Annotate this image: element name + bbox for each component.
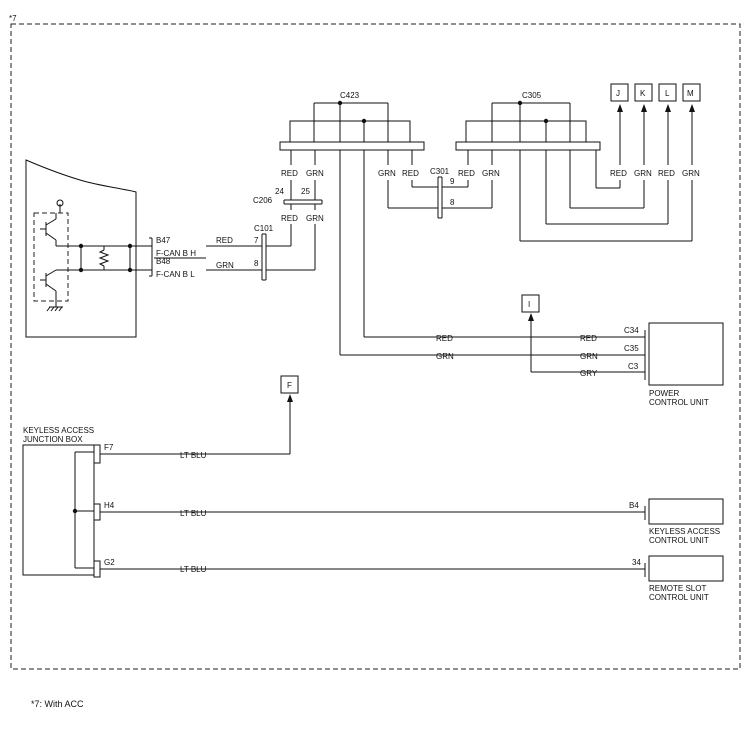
arrow-up-icon <box>689 104 695 112</box>
wire-grn-c206-low: GRN <box>306 214 324 223</box>
arrow-up-icon <box>641 104 647 112</box>
signal-fcan-h: F-CAN B H <box>156 249 196 258</box>
conn-c3: C3 <box>628 362 639 371</box>
conn-34: 34 <box>632 558 641 567</box>
wire-grn-c423-right: GRN <box>378 169 396 178</box>
conn-c423: C423 <box>340 91 360 100</box>
remote-cu-label-2: CONTROL UNIT <box>649 593 709 602</box>
wire-grn-c423-left: GRN <box>306 169 324 178</box>
keyless-cu-label-1: KEYLESS ACCESS <box>649 527 720 536</box>
pin-c206-25: 25 <box>301 187 310 196</box>
wire-red-c305-left: RED <box>458 169 475 178</box>
keyless-cu-label-2: CONTROL UNIT <box>649 536 709 545</box>
pin-c101-8: 8 <box>254 259 259 268</box>
left-unit-inner-box <box>33 212 69 302</box>
wire-grn-c35: GRN <box>580 352 598 361</box>
ref-box-k <box>634 83 653 102</box>
conn-b4: B4 <box>629 501 639 510</box>
wire-ltblu-f7: LT BLU <box>180 451 207 460</box>
acc-frame <box>10 23 741 670</box>
ref-box-m <box>682 83 701 102</box>
wire-grn-k: GRN <box>634 169 652 178</box>
pin-c206-24: 24 <box>275 187 284 196</box>
power-unit-label-2: CONTROL UNIT <box>649 398 709 407</box>
pin-c101-7: 7 <box>254 236 259 245</box>
power-unit-label-1: POWER <box>649 389 679 398</box>
wire-gry-c3: GRY <box>580 369 598 378</box>
terminator-resistor-icon <box>98 246 110 270</box>
wire-red-c423-pcu: RED <box>436 334 453 343</box>
signal-fcan-l: F-CAN B L <box>156 270 195 279</box>
ref-m: M <box>687 89 694 98</box>
ref-box-i <box>521 294 540 313</box>
power-control-unit <box>648 322 724 386</box>
left-unit-outline <box>25 159 137 338</box>
conn-b47: B47 <box>156 236 171 245</box>
pin-c301-8: 8 <box>450 198 455 207</box>
ref-box-l <box>658 83 677 102</box>
pin-c301-9: 9 <box>450 177 455 186</box>
ref-box-f <box>280 375 299 394</box>
conn-f7: F7 <box>104 443 114 452</box>
wire-red-l: RED <box>658 169 675 178</box>
conn-h4: H4 <box>104 501 115 510</box>
wire-grn-b48: GRN <box>216 261 234 270</box>
c305-top <box>465 120 587 143</box>
c423-top <box>289 120 411 143</box>
ref-f: F <box>287 381 292 390</box>
wire-ltblu-g2: LT BLU <box>180 565 207 574</box>
conn-c34: C34 <box>624 326 639 335</box>
conn-c206: C206 <box>253 196 273 205</box>
conn-b48: B48 <box>156 257 171 266</box>
c305-body <box>455 141 601 151</box>
conn-c101: C101 <box>254 224 274 233</box>
c423-body <box>279 141 425 151</box>
ref-box-j <box>610 83 629 102</box>
ref-k: K <box>640 89 646 98</box>
conn-c301: C301 <box>430 167 450 176</box>
wire-red-b47: RED <box>216 236 233 245</box>
can-transistor-icon <box>40 199 64 301</box>
ref-l: L <box>665 89 670 98</box>
wire-red-j: RED <box>610 169 627 178</box>
wire-grn-c305-left: GRN <box>482 169 500 178</box>
keyless-access-control-unit <box>648 498 724 525</box>
wire-grn-m: GRN <box>682 169 700 178</box>
arrow-up-icon <box>528 313 534 321</box>
wire-ltblu-h4: LT BLU <box>180 509 207 518</box>
footnote: *7: With ACC <box>31 699 84 709</box>
wire-red-c423-left: RED <box>281 169 298 178</box>
ground-icon <box>46 301 63 312</box>
keyless-junction-box <box>22 444 95 576</box>
arrow-up-icon <box>617 104 623 112</box>
ref-j: J <box>616 89 620 98</box>
remote-cu-label-1: REMOTE SLOT <box>649 584 706 593</box>
remote-slot-control-unit <box>648 555 724 582</box>
junction-box-label-2: JUNCTION BOX <box>23 435 83 444</box>
conn-c35: C35 <box>624 344 639 353</box>
wire-red-c206-low: RED <box>281 214 298 223</box>
wire-grn-c423-pcu: GRN <box>436 352 454 361</box>
wire-red-c423-right: RED <box>402 169 419 178</box>
conn-c305: C305 <box>522 91 542 100</box>
arrow-up-icon <box>665 104 671 112</box>
conn-g2: G2 <box>104 558 115 567</box>
junction-box-label-1: KEYLESS ACCESS <box>23 426 94 435</box>
wire-red-c34: RED <box>580 334 597 343</box>
ref-i: I <box>528 300 530 309</box>
arrow-up-icon <box>287 394 293 402</box>
frame-marker: *7 <box>9 14 17 23</box>
